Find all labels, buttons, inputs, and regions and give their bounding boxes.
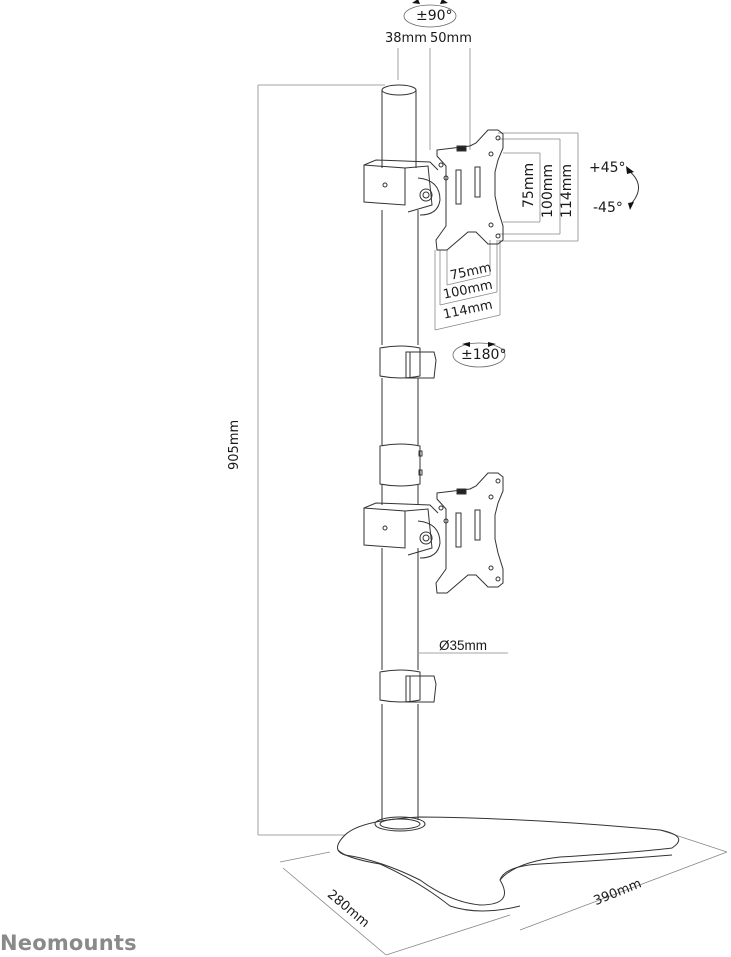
vesa-vertical-100-label: 100mm (540, 164, 556, 218)
tilt-minus-label: -45° (593, 200, 623, 216)
upper-bracket (363, 159, 441, 216)
total-height-label: 905mm (227, 419, 242, 470)
collar-upper (379, 345, 437, 379)
lower-vesa-plate (435, 472, 504, 594)
vesa-vertical-114-label: 114mm (559, 164, 575, 218)
collar-middle (379, 443, 423, 487)
upper-vesa-plate (435, 129, 504, 251)
dimension-lines (257, 48, 728, 956)
base (337, 816, 680, 912)
brand-logo-text: Neomounts (0, 931, 137, 955)
collar-lower (379, 669, 437, 703)
tilt-top-label: ±90° (416, 8, 453, 24)
tilt-plus-label: +45° (589, 160, 626, 176)
vesa-vertical-75-label: 75mm (521, 162, 537, 208)
pole (381, 84, 419, 820)
lower-bracket (363, 502, 441, 559)
offset-50mm-label: 50mm (430, 31, 472, 46)
offset-38mm-label: 38mm (385, 31, 427, 46)
rotation-label: ±180° (461, 347, 507, 363)
pole-diameter-label: Ø35mm (439, 638, 488, 653)
rotation-indicators (403, 0, 639, 368)
